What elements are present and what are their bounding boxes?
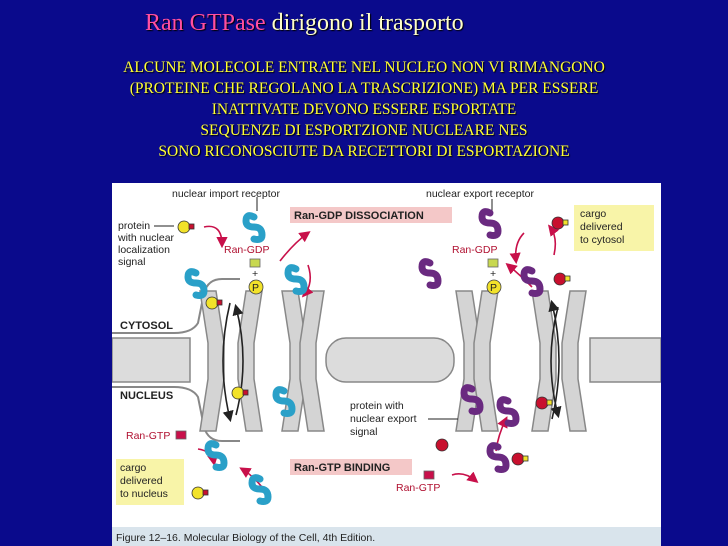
label-nucleus: NUCLEUS [120,390,173,402]
label-nls-3: localization [118,244,170,256]
arrow-receptor-recycle-right [509,232,525,265]
subtitle-line-4: SEQUENZE DI ESPORTZIONE NUCLEARE NES [200,122,528,139]
arrow-nls-to-pore [203,225,228,249]
arrow-receptor-recycle-left [279,231,311,262]
subtitle-line-3: INATTIVATE DEVONO ESSERE ESPORTATE [211,101,517,118]
label-cytosol: CYTOSOL [120,320,173,332]
label-ran-gdp-left: Ran-GDP [224,244,270,256]
transport-figure: nuclear import receptor Ran-GDP DISSOCIA… [112,183,661,546]
svg-text:+: + [490,268,496,280]
label-nls-2: with nuclear [117,232,175,244]
label-cargo-nucleus-3: to nucleus [120,488,168,500]
arrow-cargo-to-cytosol [548,224,560,256]
cargo-nucleus-box [116,459,184,505]
arrow-gdp-release-right [505,262,533,288]
ran-gtp-right-shape [423,470,435,480]
ran-gtp-left-shape [175,430,187,440]
subtitle-line-1: ALCUNE MOLECOLE ENTRATE NEL NUCLEO NON V… [123,59,605,76]
title-rest: dirigono il trasporto [271,10,464,36]
arrow-gtp-binding-right [451,471,479,484]
label-nes-2: nuclear export [350,413,417,425]
label-import-receptor: nuclear import receptor [172,188,280,200]
nuclear-envelope [112,278,661,442]
svg-text:+: + [252,268,258,280]
export-receptor-icons [418,208,544,473]
gtp-binding-box [290,459,412,475]
label-nes-1: protein with [350,400,404,412]
label-nls-4: signal [118,256,145,268]
cargo-cytosol-box [574,205,654,251]
label-gdp-dissociation: Ran-GDP DISSOCIATION [294,210,424,222]
label-export-receptor: nuclear export receptor [426,188,534,200]
subtitle-line-5: SONO RICONOSCIUTE DA RECETTORI DI ESPORT… [158,143,570,160]
label-pi-left: P [252,282,259,294]
subtitle-line-2: (PROTEINE CHE REGOLANO LA TRASCRIZIONE) … [129,80,599,97]
label-ran-gtp-right: Ran-GTP [396,482,440,494]
label-cargo-nucleus-2: delivered [120,475,163,487]
label-cargo-cytosol-2: delivered [580,221,623,233]
label-cargo-cytosol-1: cargo [580,208,606,220]
nuclear-pore-right [531,290,587,432]
label-cargo-nucleus-1: cargo [120,462,146,474]
title-ran-gtpase: Ran GTPase [145,10,266,36]
gdp-dissociation-box [290,207,452,223]
label-cargo-cytosol-3: to cytosol [580,234,624,246]
label-nes-3: signal [350,426,377,438]
nuclear-pore-center-left [281,290,325,432]
label-ran-gtp-left: Ran-GTP [126,430,170,442]
pi-right-circle [486,279,502,295]
transport-diagram: nuclear import receptor Ran-GDP DISSOCIA… [112,188,661,546]
arrow-import-down [222,302,234,423]
label-gtp-binding: Ran-GTP BINDING [294,462,390,474]
ran-gdp-right-shape [487,258,499,268]
pi-left-circle [248,279,264,295]
figure-caption: Figure 12–16. Molecular Biology of the C… [116,532,375,544]
slide-title: Ran GTPase dirigono il trasporto [0,10,728,37]
label-nls-1: protein [118,220,150,232]
cargo-protein-icons [177,216,571,500]
arrow-export-down [550,306,562,419]
label-ran-gdp-right: Ran-GDP [452,244,498,256]
caption-strip [112,527,661,546]
ran-gdp-left-shape [249,258,261,268]
label-pi-right: P [490,282,497,294]
arrow-import-up [232,303,244,416]
nuclear-pore-left [199,290,263,432]
subtitle-block: ALCUNE MOLECOLE ENTRATE NEL NUCLEO NON V… [0,57,728,162]
import-receptor-icons [184,212,308,505]
arrow-gdp-release-left [301,264,314,298]
